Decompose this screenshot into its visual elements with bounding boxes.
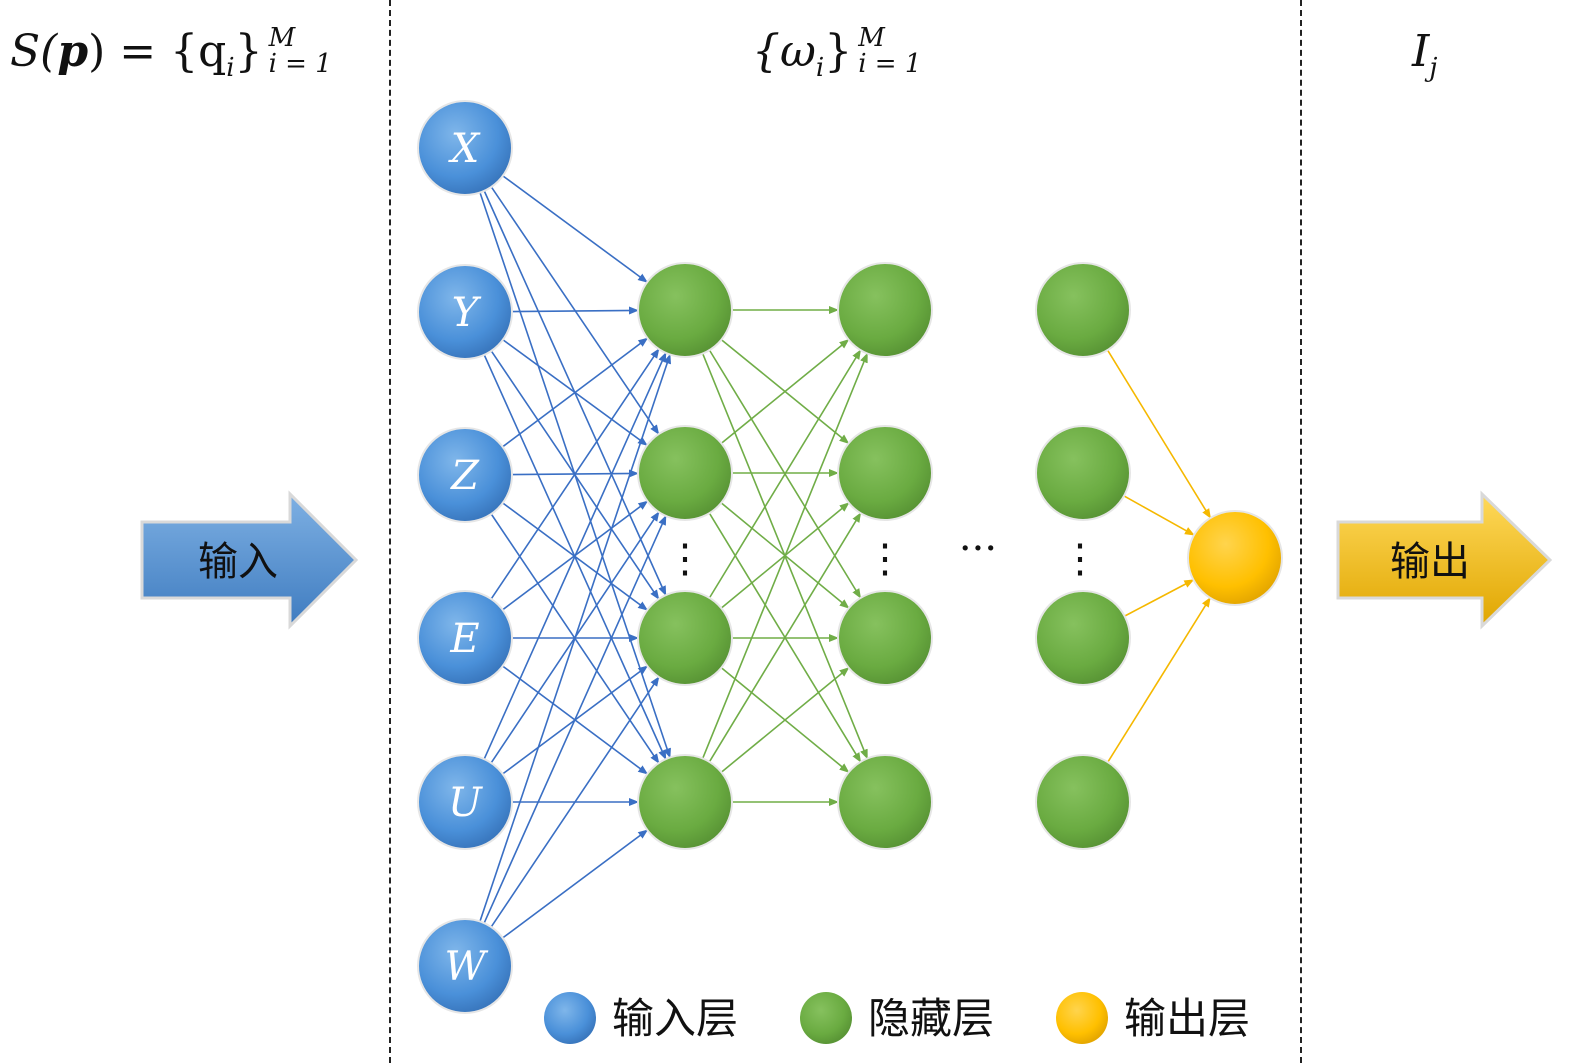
legend: 输入层 隐藏层 输出层 bbox=[544, 992, 1250, 1044]
input-node-u: U bbox=[417, 754, 513, 850]
output-node bbox=[1187, 510, 1283, 606]
edge-hidden-output bbox=[1123, 495, 1195, 536]
edge-hidden-hidden bbox=[708, 349, 862, 599]
input-node-x-circle bbox=[417, 100, 513, 196]
output-formula: Ij bbox=[1412, 26, 1438, 83]
input-node-u-circle bbox=[417, 754, 513, 850]
input-node-u-label: U bbox=[448, 780, 483, 826]
hidden-node-l2-3 bbox=[837, 590, 933, 686]
separator-left bbox=[389, 0, 391, 1063]
input-node-x-label: X bbox=[448, 126, 481, 172]
hidden-node-l3-2-circle bbox=[1035, 425, 1131, 521]
hidden-node-l1-2-circle bbox=[637, 425, 733, 521]
edge-input-hidden bbox=[483, 351, 667, 760]
edge-input-hidden bbox=[490, 348, 660, 600]
edge-input-hidden bbox=[483, 515, 667, 924]
edge-input-hidden bbox=[502, 829, 649, 939]
input-node-y: Y bbox=[417, 264, 513, 360]
hidden-node-l3-1-circle bbox=[1035, 262, 1131, 358]
input-node-w-label: W bbox=[444, 944, 488, 990]
output-arrow: 输出 bbox=[1336, 490, 1553, 630]
hidden-node-l3-1 bbox=[1035, 262, 1131, 358]
legend-output-swatch bbox=[1056, 992, 1108, 1044]
hidden-node-l2-2-circle bbox=[837, 425, 933, 521]
hidden-node-l1-4-circle bbox=[637, 754, 733, 850]
input-node-e: E bbox=[417, 590, 513, 686]
input-node-z-circle bbox=[417, 427, 513, 523]
hidden-node-l1-2 bbox=[637, 425, 733, 521]
hidden-node-l3-4-circle bbox=[1035, 754, 1131, 850]
input-node-e-circle bbox=[417, 590, 513, 686]
connection-edges bbox=[479, 175, 1212, 939]
legend-input-label: 输入层 bbox=[612, 994, 738, 1043]
hidden-node-l3-4 bbox=[1035, 754, 1131, 850]
legend-hidden-label: 隐藏层 bbox=[868, 994, 994, 1043]
input-arrow: 输入 bbox=[140, 490, 359, 630]
edge-input-hidden bbox=[502, 337, 649, 448]
input-node-w-circle bbox=[417, 918, 513, 1014]
edge-hidden-output bbox=[1107, 597, 1211, 763]
hidden-node-l1-3-circle bbox=[637, 590, 733, 686]
hidden-node-l1-1 bbox=[637, 262, 733, 358]
hidden-node-l1-4 bbox=[637, 754, 733, 850]
hidden-node-l2-4-circle bbox=[837, 754, 933, 850]
edge-hidden-hidden bbox=[720, 667, 850, 773]
legend-input-swatch bbox=[544, 992, 596, 1044]
hidden-node-l2-1-circle bbox=[837, 262, 933, 358]
input-node-y-label: Y bbox=[452, 290, 482, 336]
network-nodes: X Y Z E U W bbox=[417, 100, 1283, 1014]
output-arrow-label: 输出 bbox=[1390, 539, 1470, 585]
legend-hidden-swatch bbox=[800, 992, 852, 1044]
edge-hidden-output bbox=[1106, 349, 1212, 519]
hidden-node-l1-3 bbox=[637, 590, 733, 686]
ellipsis-vertical-1: ⋮ bbox=[665, 536, 705, 582]
hidden-node-l3-3-circle bbox=[1035, 590, 1131, 686]
edge-hidden-hidden bbox=[701, 352, 869, 759]
hidden-node-l3-3 bbox=[1035, 590, 1131, 686]
input-node-w: W bbox=[417, 918, 513, 1014]
separator-right bbox=[1300, 0, 1302, 1063]
edge-input-hidden bbox=[511, 306, 640, 315]
hidden-node-l2-3-circle bbox=[837, 590, 933, 686]
ellipsis-vertical-2: ⋮ bbox=[865, 536, 905, 582]
input-node-z-label: Z bbox=[449, 453, 480, 499]
ellipsis-horizontal: ··· bbox=[959, 526, 997, 572]
input-node-z: Z bbox=[417, 427, 513, 523]
edge-hidden-hidden bbox=[708, 512, 862, 763]
edge-input-hidden bbox=[490, 676, 660, 928]
ellipsis-vertical-3: ⋮ bbox=[1060, 536, 1100, 582]
edge-input-hidden bbox=[479, 353, 671, 922]
input-node-e-label: E bbox=[449, 616, 479, 662]
hidden-node-l2-4 bbox=[837, 754, 933, 850]
edge-input-hidden bbox=[502, 175, 648, 283]
hidden-node-l1-1-circle bbox=[637, 262, 733, 358]
hidden-node-l2-2 bbox=[837, 425, 933, 521]
edge-hidden-hidden bbox=[720, 339, 850, 444]
legend-output-label: 输出层 bbox=[1124, 994, 1250, 1043]
hidden-node-l2-1 bbox=[837, 262, 933, 358]
input-node-x: X bbox=[417, 100, 513, 196]
edge-hidden-output bbox=[1124, 579, 1195, 617]
output-node-circle bbox=[1187, 510, 1283, 606]
input-arrow-label: 输入 bbox=[198, 539, 278, 585]
input-node-y-circle bbox=[417, 264, 513, 360]
hidden-node-l3-2 bbox=[1035, 425, 1131, 521]
